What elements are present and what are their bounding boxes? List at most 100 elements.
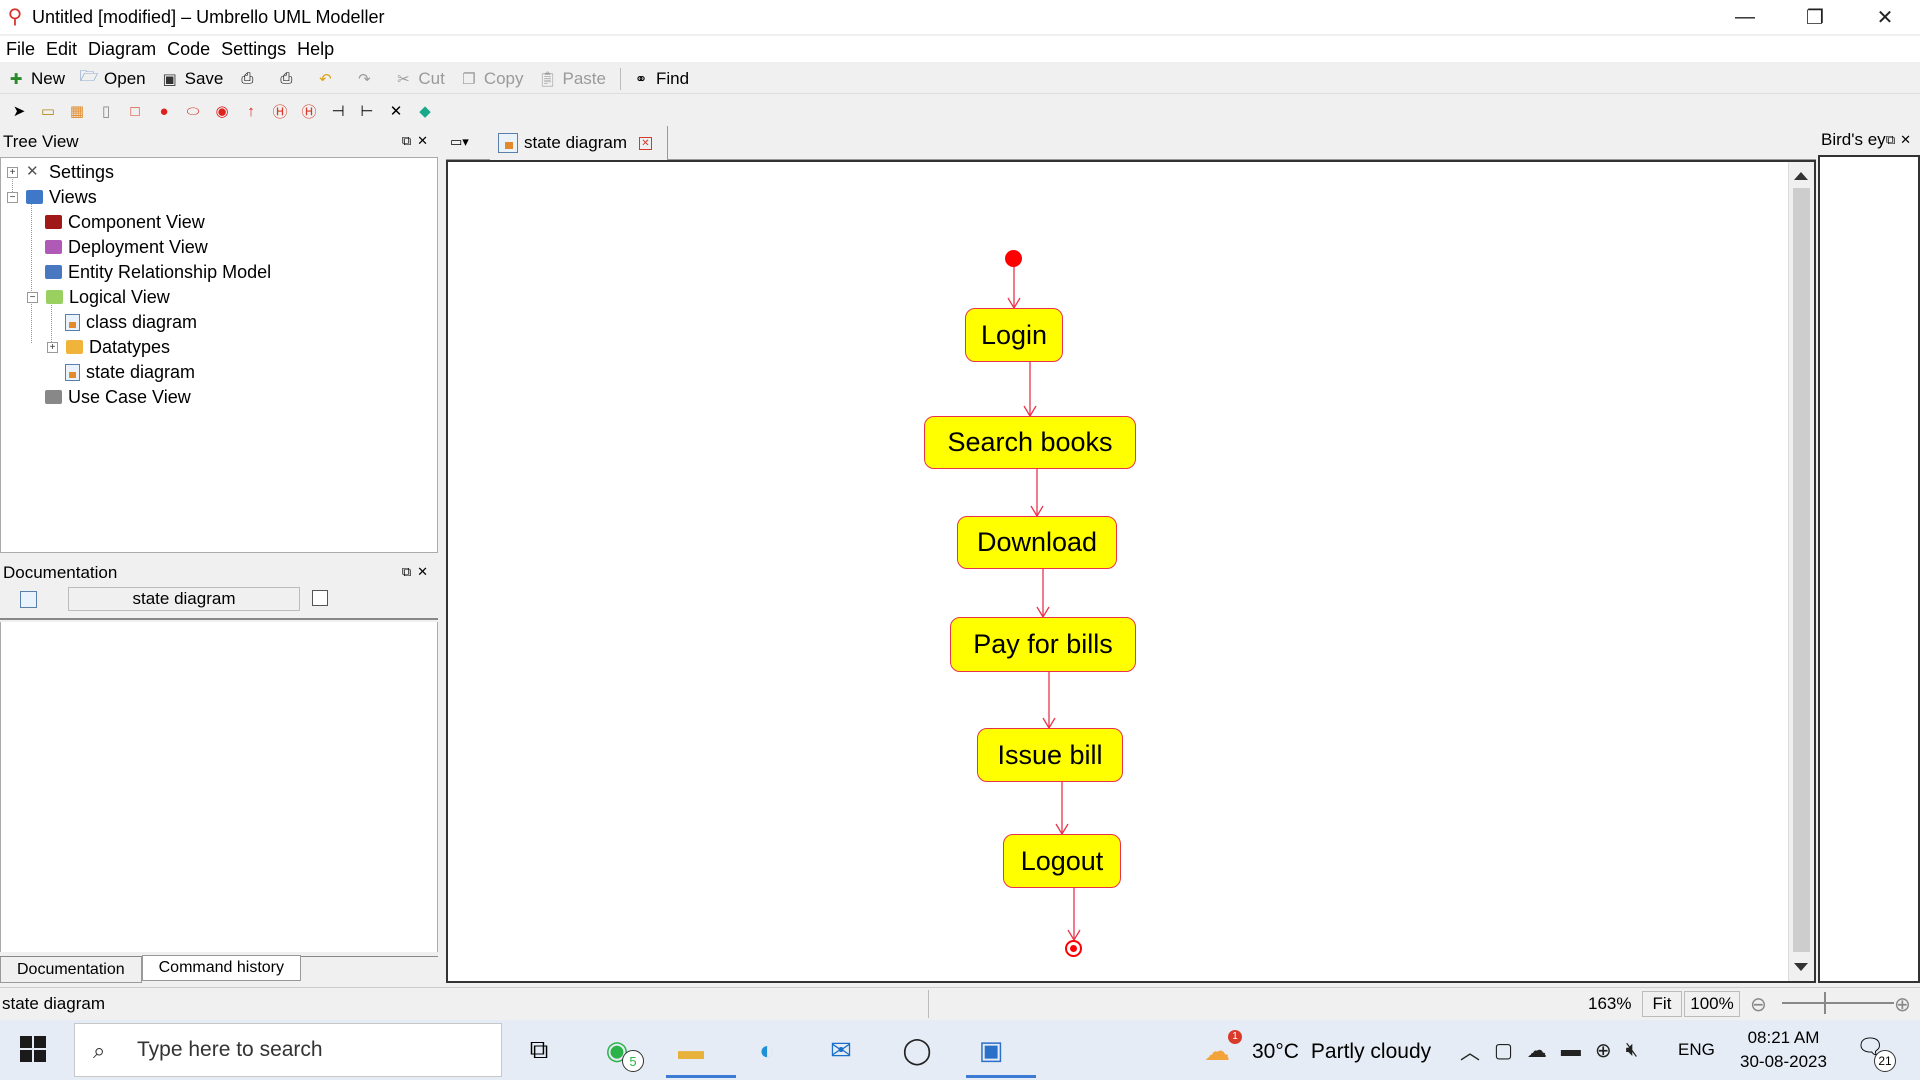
partly-cloudy-icon: ☁1	[1204, 1030, 1242, 1068]
tree-item-component-view[interactable]: Component View	[45, 210, 205, 234]
scroll-up-arrow-icon[interactable]	[1794, 172, 1808, 180]
minimize-button[interactable]: —	[1735, 5, 1755, 28]
zoom-in-icon[interactable]: ⊕	[1894, 994, 1911, 1016]
tab-documentation[interactable]: Documentation	[0, 957, 142, 983]
choice-diamond-icon[interactable]: ◆	[419, 103, 431, 120]
menu-edit[interactable]: Edit	[46, 38, 78, 59]
dell-icon[interactable]: ◯	[902, 1034, 932, 1065]
zoom-out-icon[interactable]: ⊖	[1750, 994, 1767, 1016]
initial-state-icon[interactable]: ●	[159, 102, 169, 120]
volume-muted-icon[interactable]: 🔇︎	[1625, 1039, 1639, 1061]
close-window-button[interactable]: ✕	[1876, 6, 1894, 29]
start-windows-icon[interactable]	[20, 1036, 46, 1062]
fork-icon[interactable]: ⊣	[331, 103, 345, 120]
dock-float-close-icons[interactable]: ⧉✕	[401, 564, 434, 579]
expand-icon[interactable]: +	[7, 166, 18, 178]
tab-command-history[interactable]: Command history	[141, 955, 301, 981]
edge-browser-icon[interactable]: ◐	[759, 1034, 775, 1065]
clock[interactable]: 08:21 AM 30-08-2023	[1740, 1026, 1827, 1074]
dock-float-close-icons[interactable]: ⧉✕	[1885, 132, 1916, 148]
paste-button[interactable]: 📋︎Paste	[538, 69, 606, 89]
state-search-books[interactable]: Search books	[924, 416, 1136, 469]
scrollbar-thumb[interactable]	[1793, 188, 1810, 952]
tree-item-label: Logical View	[69, 286, 170, 307]
notification-center-icon[interactable]: 🗨︎21	[1856, 1034, 1896, 1072]
anchor-icon[interactable]: ▯	[101, 103, 111, 120]
vertical-scrollbar[interactable]	[1788, 162, 1814, 981]
transition-arrow-icon[interactable]: ↑	[247, 102, 255, 120]
language-indicator[interactable]: ENG	[1678, 1040, 1715, 1059]
tree-item-deployment-view[interactable]: Deployment View	[45, 235, 208, 259]
state-download[interactable]: Download	[957, 516, 1117, 569]
file-explorer-icon[interactable]: ▬	[666, 1026, 736, 1078]
open-folder-icon: 🗁	[79, 68, 99, 85]
final-state-icon[interactable]: ◉	[215, 103, 229, 120]
tree-item-use-case-view[interactable]: Use Case View	[45, 385, 191, 409]
expand-icon[interactable]: +	[47, 341, 58, 353]
final-state-node[interactable]	[1065, 940, 1082, 957]
mail-icon[interactable]: ✉	[830, 1034, 852, 1065]
meet-icon[interactable]: ▢	[1494, 1040, 1513, 1062]
save-button[interactable]: ▣Save	[160, 69, 224, 89]
tree-item-views[interactable]: − Views	[7, 185, 97, 209]
battery-icon[interactable]: ▬	[1560, 1039, 1581, 1061]
collapse-icon[interactable]: −	[7, 191, 18, 203]
tree-item-logical-view[interactable]: − Logical View	[27, 285, 170, 309]
text-line-icon[interactable]: ▭	[40, 103, 56, 120]
open-button[interactable]: 🗁Open	[79, 68, 146, 89]
documentation-checkbox[interactable]	[312, 590, 328, 606]
menu-diagram[interactable]: Diagram	[88, 38, 157, 59]
state-pay-for-bills[interactable]: Pay for bills	[950, 617, 1136, 672]
menu-file[interactable]: File	[6, 38, 36, 59]
menu-help[interactable]: Help	[297, 38, 335, 59]
print-preview-button[interactable]: ⎙	[276, 69, 301, 89]
documentation-text-area[interactable]	[0, 622, 438, 952]
tree-item-state-diagram[interactable]: state diagram	[65, 360, 195, 384]
state-logout[interactable]: Logout	[1003, 834, 1121, 888]
close-tab-icon[interactable]: ✕	[639, 136, 652, 150]
tree-item-entity-relationship-model[interactable]: Entity Relationship Model	[45, 260, 271, 284]
tree-item-datatypes[interactable]: + Datatypes	[47, 335, 170, 359]
note-icon[interactable]: ▦	[69, 103, 85, 120]
initial-state-node[interactable]	[1005, 250, 1022, 267]
new-button[interactable]: ✚New	[6, 69, 65, 89]
shallow-history-icon[interactable]: Ⓗ	[301, 103, 317, 121]
zoom-100-button[interactable]: 100%	[1684, 991, 1740, 1017]
zoom-slider[interactable]	[1782, 992, 1894, 1014]
diagram-canvas[interactable]: Login Search books Download Pay for bill…	[446, 160, 1816, 983]
umbrello-taskbar-icon[interactable]: ▣	[966, 1026, 1036, 1078]
box-icon[interactable]: □	[130, 102, 140, 120]
state-icon[interactable]: ⬭	[186, 102, 200, 120]
copy-button[interactable]: ❐Copy	[459, 69, 523, 89]
junction-icon[interactable]: ✕	[389, 103, 403, 120]
join-icon[interactable]: ⊢	[360, 103, 374, 120]
deep-history-icon[interactable]: Ⓗ	[272, 103, 288, 121]
dock-float-close-icons[interactable]: ⧉✕	[401, 133, 434, 148]
tab-state-diagram[interactable]: state diagram ✕	[490, 126, 668, 160]
birds-eye-panel[interactable]	[1818, 155, 1920, 983]
zoom-fit-button[interactable]: Fit	[1642, 991, 1682, 1017]
tree-item-class-diagram[interactable]: class diagram	[65, 310, 197, 334]
find-button[interactable]: ⚭Find	[631, 69, 689, 89]
new-diagram-menu-icon[interactable]: ▭▾	[450, 134, 469, 149]
undo-button[interactable]: ↶	[315, 69, 340, 89]
restore-button[interactable]: ❐	[1806, 6, 1824, 29]
onedrive-cloud-icon[interactable]: ☁	[1526, 1040, 1547, 1062]
state-login[interactable]: Login	[965, 308, 1063, 362]
show-hidden-icons-chevron-icon[interactable]: ︿	[1460, 1042, 1480, 1064]
scroll-down-arrow-icon[interactable]	[1794, 963, 1808, 971]
menu-settings[interactable]: Settings	[221, 38, 287, 59]
menu-code[interactable]: Code	[167, 38, 211, 59]
task-view-icon[interactable]: ⧉	[529, 1034, 549, 1064]
weather-widget[interactable]: ☁1 30°C Partly cloudy	[1204, 1030, 1431, 1068]
collapse-icon[interactable]: −	[27, 291, 38, 303]
print-button[interactable]: ⎙	[237, 69, 262, 89]
network-globe-icon[interactable]: ⊕	[1594, 1040, 1612, 1062]
taskbar-search-box[interactable]: ⌕ Type here to search	[74, 1023, 502, 1077]
cut-button[interactable]: ✂Cut	[393, 69, 445, 89]
redo-button[interactable]: ↷	[354, 69, 379, 89]
select-arrow-icon[interactable]: ➤	[12, 103, 26, 120]
state-issue-bill[interactable]: Issue bill	[977, 728, 1123, 782]
whatsapp-icon[interactable]: ◉5	[592, 1026, 644, 1074]
tree-item-settings[interactable]: + ✕ Settings	[7, 160, 114, 184]
